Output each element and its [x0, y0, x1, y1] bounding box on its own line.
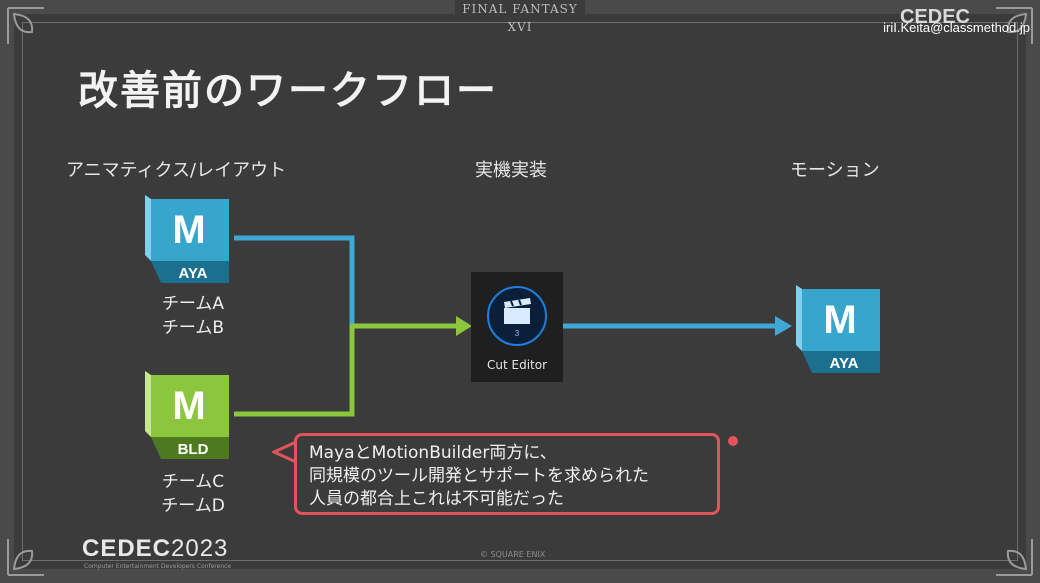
slide-title: 改善前のワークフロー — [78, 68, 498, 114]
maya-app-icon: M AYA — [145, 195, 229, 283]
maya-app-icon: M AYA — [796, 285, 880, 373]
callout-line-3: 人員の都合上これは不可能だった — [309, 489, 564, 509]
team-list-cd: チームC チームD — [148, 470, 238, 518]
cedec-subtitle: Computer Entertainment Developers Confer… — [84, 563, 232, 570]
team-a-label: チームA — [161, 294, 225, 314]
cedec-logo-top: CEDEC — [899, 6, 970, 28]
svg-text:3: 3 — [515, 329, 520, 338]
clapperboard-icon: 3 — [487, 286, 547, 346]
inner-frame — [22, 22, 1018, 561]
cut-editor-label: Cut Editor — [486, 358, 548, 372]
column-label-implementation: 実機実装 — [475, 160, 547, 181]
callout-dot-icon — [728, 436, 738, 446]
ornament-icon — [976, 519, 1036, 579]
cedec-logo-text: CEDEC — [82, 535, 172, 562]
game-banner: FINAL FANTASY XVI — [455, 0, 585, 34]
maya-letter: M — [823, 298, 856, 342]
cedec-year: 2023 — [171, 535, 229, 562]
cedec-logo: CEDEC2023 — [82, 535, 228, 563]
callout-line-1: MayaとMotionBuilder両方に、 — [309, 443, 557, 463]
team-b-label: チームB — [161, 318, 225, 338]
callout-line-2: 同規模のツール開発とサポートを求められた — [309, 466, 649, 486]
maya-tag: AYA — [830, 355, 859, 372]
callout-note: MayaとMotionBuilder両方に、 同規模のツール開発とサポートを求め… — [294, 433, 720, 515]
mobu-tag: BLD — [178, 441, 209, 458]
ornament-icon — [4, 519, 64, 579]
maya-letter: M — [172, 208, 205, 252]
ornament-icon — [4, 4, 64, 64]
maya-tag: AYA — [179, 265, 208, 282]
motionbuilder-app-icon: M BLD — [145, 371, 229, 459]
column-label-motion: モーション — [790, 160, 880, 181]
ornament-icon — [976, 4, 1036, 64]
mobu-letter: M — [172, 384, 205, 428]
column-label-animatics: アニマティクス/レイアウト — [66, 160, 287, 181]
copyright: © SQUARE ENIX — [480, 550, 546, 559]
team-d-label: チームD — [161, 496, 225, 516]
watermark: iriI.Keita@classmethod.jp — [883, 20, 1030, 35]
team-list-ab: チームA チームB — [148, 292, 238, 340]
cut-editor-app: 3 Cut Editor — [471, 272, 563, 382]
team-c-label: チームC — [161, 472, 225, 492]
